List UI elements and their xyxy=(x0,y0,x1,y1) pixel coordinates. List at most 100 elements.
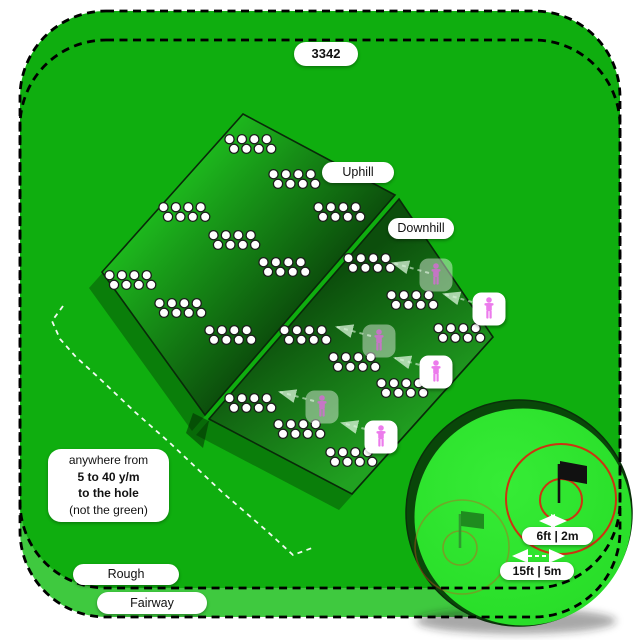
golf-ball xyxy=(233,229,244,241)
golf-ball xyxy=(179,297,190,309)
golf-ball xyxy=(366,456,378,468)
golf-ball xyxy=(384,262,396,274)
ghost-flag-icon xyxy=(461,511,484,529)
rough-label: Rough xyxy=(73,564,179,585)
golf-ball xyxy=(195,307,207,319)
golf-ball xyxy=(398,289,410,301)
golf-ball xyxy=(415,299,427,311)
hole-number-badge: 3342 xyxy=(294,42,358,66)
golf-ball xyxy=(332,361,344,373)
golf-ball xyxy=(295,256,306,268)
golf-ball xyxy=(325,201,337,213)
golf-ball xyxy=(221,334,232,346)
golf-ball xyxy=(450,332,461,344)
note-line-2: 5 to 40 y/m xyxy=(77,469,140,484)
golf-ball xyxy=(277,428,289,440)
golf-ball xyxy=(401,377,412,389)
golf-ball xyxy=(220,229,232,241)
golf-ball xyxy=(216,324,228,336)
golf-ball xyxy=(287,266,299,278)
drop-zone-dashed-boundary xyxy=(50,305,313,557)
golf-ball xyxy=(183,201,194,213)
golf-ball xyxy=(280,168,292,180)
golf-ball xyxy=(342,456,353,468)
golf-ball xyxy=(249,392,260,404)
golf-ball xyxy=(380,252,391,264)
golf-ball xyxy=(171,307,182,319)
note-line-4: (not the green) xyxy=(69,502,148,517)
golf-ball xyxy=(411,289,422,301)
golf-ball-cluster xyxy=(325,446,378,468)
golf-ball xyxy=(427,299,439,311)
golf-ball xyxy=(158,201,169,213)
golf-ball xyxy=(299,266,311,278)
near-distance-label: 6ft | 2m xyxy=(522,527,593,545)
golf-ball xyxy=(305,168,316,180)
golf-ball xyxy=(265,402,277,414)
player-icons xyxy=(305,258,506,454)
golf-ball xyxy=(462,332,474,344)
note-line-3: to the hole xyxy=(78,486,139,500)
golf-ball-cluster xyxy=(258,256,311,278)
golf-ball xyxy=(116,269,128,281)
golf-ball xyxy=(108,279,120,291)
golf-ball xyxy=(208,229,219,241)
golf-ball xyxy=(233,334,245,346)
golf-ball xyxy=(293,168,304,180)
golf-ball-cluster xyxy=(273,418,326,440)
golf-ball xyxy=(309,178,321,190)
ridge-tip-shadow xyxy=(186,413,209,448)
golf-ball xyxy=(262,266,274,278)
golf-ball xyxy=(337,446,349,458)
putt-direction-arrow xyxy=(278,389,315,403)
golf-ball xyxy=(224,392,235,404)
golf-ball-cluster xyxy=(104,269,157,291)
golf-ball xyxy=(237,239,249,251)
golf-ball-cluster xyxy=(158,201,211,223)
fairway-label: Fairway xyxy=(97,592,207,614)
golf-ball-cluster xyxy=(313,201,366,223)
golf-ball xyxy=(338,201,349,213)
golf-ball xyxy=(308,334,320,346)
golf-ball xyxy=(121,279,132,291)
putt-direction-arrows xyxy=(278,260,473,434)
golf-ball xyxy=(245,229,256,241)
golf-ball xyxy=(253,402,265,414)
golf-ball xyxy=(328,351,339,363)
golf-ball xyxy=(291,324,303,336)
golf-ball xyxy=(340,351,352,363)
golf-ball xyxy=(229,324,240,336)
golf-ball xyxy=(129,269,140,281)
golf-ball xyxy=(273,418,284,430)
golf-ball-cluster xyxy=(433,322,486,344)
golf-ball xyxy=(390,299,402,311)
golf-ball xyxy=(343,252,354,264)
practice-green-inset xyxy=(405,399,633,634)
golf-ball xyxy=(241,143,252,155)
golf-ball xyxy=(228,143,240,155)
uphill-label: Uphill xyxy=(322,162,394,183)
golf-ball xyxy=(297,178,309,190)
golf-ball xyxy=(357,361,369,373)
golf-ball xyxy=(245,334,257,346)
golf-ball xyxy=(272,178,284,190)
putt-direction-arrow xyxy=(340,420,374,434)
golf-ball-cluster xyxy=(204,324,257,346)
golf-ball xyxy=(166,297,178,309)
golf-ball xyxy=(133,279,145,291)
golf-ball xyxy=(405,387,417,399)
golf-ball xyxy=(365,351,376,363)
golf-ball xyxy=(183,307,195,319)
golf-ball xyxy=(249,239,261,251)
golf-ball xyxy=(283,334,295,346)
player-icon-ghost xyxy=(419,258,453,292)
player-icon-ghost xyxy=(305,390,339,424)
golf-ball xyxy=(474,332,486,344)
golf-ball xyxy=(317,211,329,223)
golf-ball xyxy=(325,446,336,458)
golf-ball xyxy=(330,211,341,223)
golf-ball xyxy=(261,392,272,404)
golf-ball xyxy=(208,334,220,346)
golf-ball xyxy=(191,297,202,309)
golf-ball xyxy=(204,324,215,336)
